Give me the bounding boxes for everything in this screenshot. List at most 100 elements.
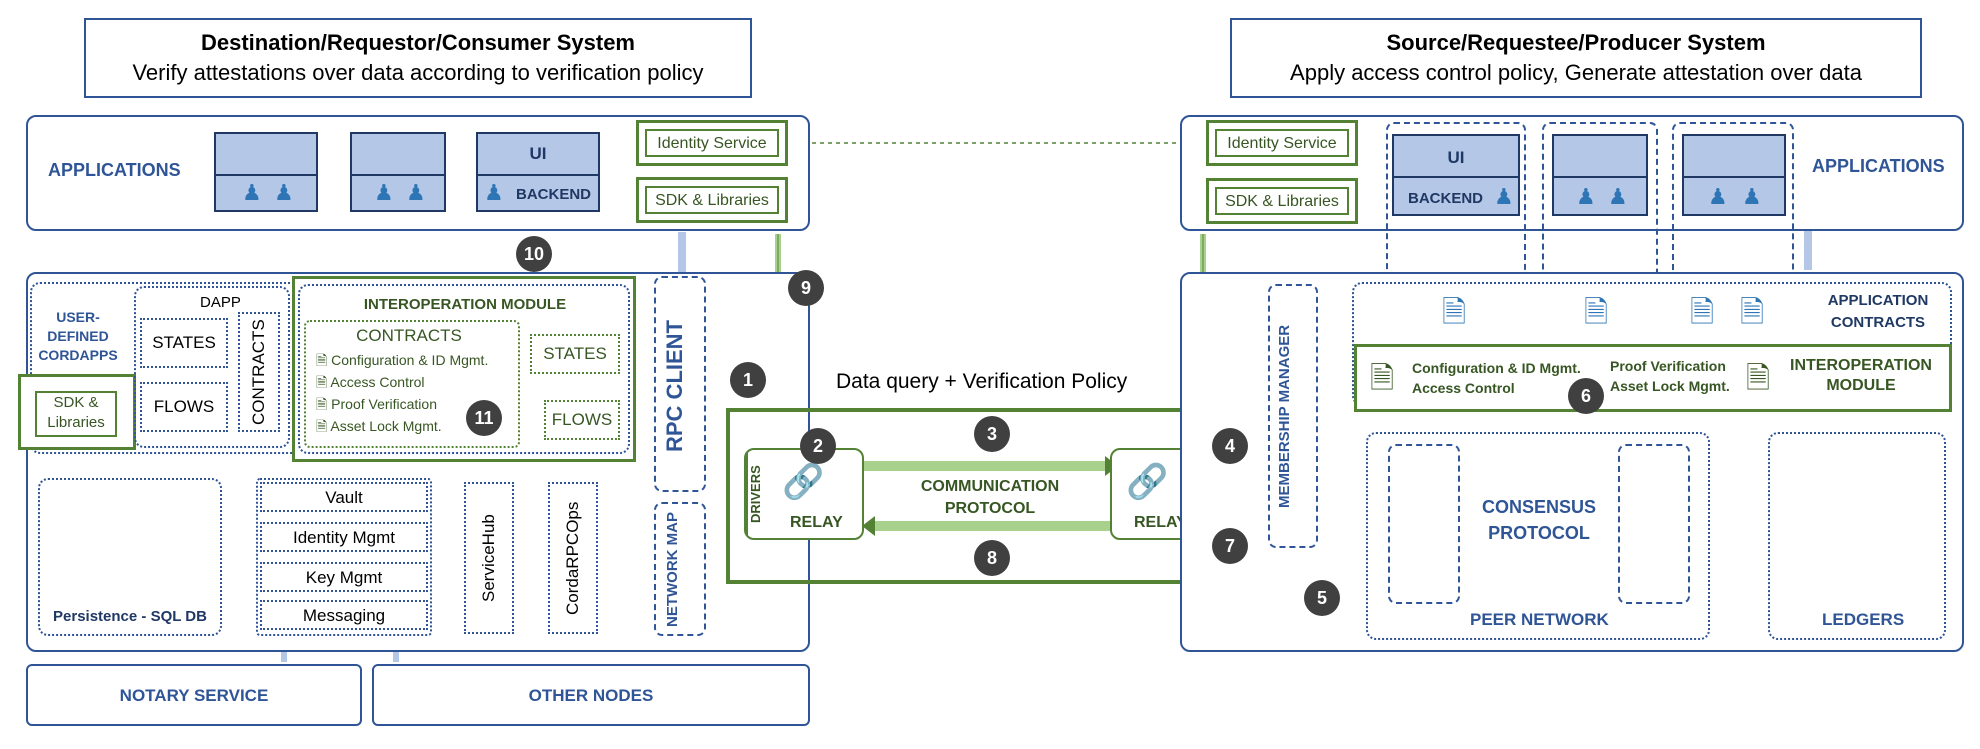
interop-states[interactable]: STATES xyxy=(530,334,620,374)
other-nodes[interactable]: OTHER NODES xyxy=(372,664,810,726)
step-3: 3 xyxy=(974,416,1010,452)
network-map[interactable]: NETWORK MAP xyxy=(654,502,706,636)
peer-network-region xyxy=(1366,432,1710,640)
dest-applications-label: APPLICATIONS xyxy=(48,160,181,180)
cordarpcops[interactable]: CordaRPCOps xyxy=(548,482,598,634)
peer-group-left xyxy=(1388,444,1460,604)
interop-contracts-label: CONTRACTS xyxy=(356,326,462,345)
dest-identity-service[interactable]: Identity Service xyxy=(645,129,779,157)
key-mgmt[interactable]: Key Mgmt xyxy=(260,562,428,592)
interop-flows[interactable]: FLOWS xyxy=(544,400,620,440)
consensus-label: CONSENSUS PROTOCOL xyxy=(1481,497,1597,543)
rpc-client[interactable]: RPC CLIENT xyxy=(654,276,706,492)
notary-service[interactable]: NOTARY SERVICE xyxy=(26,664,362,726)
step-6: 6 xyxy=(1568,378,1604,414)
services-region xyxy=(256,478,432,636)
document-icon: 🗎 xyxy=(1584,296,1609,329)
step-9: 9 xyxy=(788,270,824,306)
dest-title-box: Destination/Requestor/Consumer System Ve… xyxy=(84,18,752,98)
step-7: 7 xyxy=(1212,528,1248,564)
dest-sdk-short[interactable]: SDK & Libraries xyxy=(35,391,117,437)
dapp-label: DAPP xyxy=(200,294,241,311)
src-identity-service[interactable]: Identity Service xyxy=(1215,129,1349,157)
step-4: 4 xyxy=(1212,428,1248,464)
ui-backend-card[interactable]: UI ♟ BACKEND xyxy=(476,132,600,212)
user-icon: ♟ xyxy=(1608,184,1628,209)
src-applications-label: APPLICATIONS xyxy=(1812,156,1945,176)
interop-item-asset: 🗎 Asset Lock Mgmt. xyxy=(316,418,442,434)
chain-link-icon: 🔗 xyxy=(782,463,825,501)
src-subtitle: Apply access control policy, Generate at… xyxy=(1290,60,1862,85)
messaging[interactable]: Messaging xyxy=(260,600,428,630)
comm-protocol-label: COMMUNICATION PROTOCOL xyxy=(920,478,1060,517)
user-icon: ♟ xyxy=(242,180,262,205)
dest-subtitle: Verify attestations over data according … xyxy=(132,60,704,85)
dapp-region xyxy=(134,286,290,448)
step-8: 8 xyxy=(974,540,1010,576)
dest-identity-service-frame: Identity Service xyxy=(636,120,788,166)
document-icon: 🗎 xyxy=(1690,296,1715,329)
dest-relay[interactable] xyxy=(744,448,864,540)
src-interop-proof: Proof Verification xyxy=(1610,358,1726,374)
document-icon: 🗎 xyxy=(1370,362,1395,395)
document-icon: 🗎 xyxy=(1442,296,1467,329)
document-icon: 🗎 xyxy=(1746,362,1771,395)
ui-label: UI xyxy=(529,144,547,163)
step-11: 11 xyxy=(466,400,502,436)
dest-drivers: DRIVERS xyxy=(746,452,770,536)
user-icon: ♟ xyxy=(374,180,394,205)
interop-item-config: 🗎 Configuration & ID Mgmt. xyxy=(316,352,489,368)
interop-contracts-box xyxy=(304,320,520,448)
user-icon: ♟ xyxy=(1576,184,1596,209)
ledgers-region xyxy=(1768,432,1946,640)
src-interop-module[interactable] xyxy=(1354,344,1952,412)
app-card[interactable]: ♟ ♟ xyxy=(350,132,446,212)
interop-module-frame xyxy=(292,276,636,462)
peer-group-right xyxy=(1618,444,1690,604)
user-icon: ♟ xyxy=(1494,184,1514,209)
interop-module-title: INTEROPERATION MODULE xyxy=(363,296,567,313)
src-identity-service-frame: Identity Service xyxy=(1206,120,1358,166)
step-10: 10 xyxy=(516,236,552,272)
chain-link-icon: 🔗 xyxy=(1126,463,1169,501)
src-sdk-libraries[interactable]: SDK & Libraries xyxy=(1215,187,1349,215)
dapp-states[interactable]: STATES xyxy=(140,318,228,368)
user-icon: ♟ xyxy=(406,180,426,205)
user-icon: ♟ xyxy=(1742,184,1762,209)
dest-relay-label: RELAY xyxy=(790,514,843,531)
app-card[interactable]: ♟ ♟ xyxy=(1682,134,1786,216)
src-sdk-frame: SDK & Libraries xyxy=(1206,178,1358,224)
persistence-label: Persistence - SQL DB xyxy=(53,608,207,625)
dest-sdk-frame: SDK & Libraries xyxy=(636,177,788,223)
document-icon: 🗎 xyxy=(316,418,328,434)
peer-network-label: PEER NETWORK xyxy=(1470,610,1609,629)
src-ui-backend-card[interactable]: UI BACKEND ♟ xyxy=(1392,134,1520,216)
identity-mgmt[interactable]: Identity Mgmt xyxy=(260,522,428,552)
membership-manager[interactable]: MEMBERSHIP MANAGER xyxy=(1268,284,1318,548)
application-contracts-label: APPLICATION CONTRACTS xyxy=(1827,292,1929,331)
ledgers-label: LEDGERS xyxy=(1822,610,1905,629)
src-interop-access: Access Control xyxy=(1412,380,1515,396)
dest-sdk-short-frame: SDK & Libraries xyxy=(18,374,136,450)
dest-title: Destination/Requestor/Consumer System xyxy=(201,30,635,55)
query-label: Data query + Verification Policy xyxy=(836,370,1128,393)
src-interop-config: Configuration & ID Mgmt. xyxy=(1412,360,1581,376)
servicehub[interactable]: ServiceHub xyxy=(464,482,514,634)
interop-item-access: 🗎 Access Control xyxy=(316,374,425,390)
user-defined-cordapps-label: USER-DEFINED CORDAPPS xyxy=(38,309,118,363)
app-card[interactable]: ♟ ♟ xyxy=(214,132,318,212)
app-card[interactable]: ♟ ♟ xyxy=(1552,134,1648,216)
dapp-flows[interactable]: FLOWS xyxy=(140,382,228,432)
vault[interactable]: Vault xyxy=(260,482,428,512)
step-1: 1 xyxy=(730,362,766,398)
dapp-contracts[interactable]: CONTRACTS xyxy=(238,312,280,432)
document-icon: 🗎 xyxy=(316,374,328,390)
document-icon: 🗎 xyxy=(316,352,328,368)
backend-label: BACKEND xyxy=(516,186,591,203)
step-2: 2 xyxy=(800,428,836,464)
src-relay-label: RELAY xyxy=(1134,514,1187,531)
document-icon: 🗎 xyxy=(1740,296,1765,329)
interop-module-inner xyxy=(298,284,630,454)
dest-sdk-libraries[interactable]: SDK & Libraries xyxy=(645,186,779,214)
user-icon: ♟ xyxy=(274,180,294,205)
